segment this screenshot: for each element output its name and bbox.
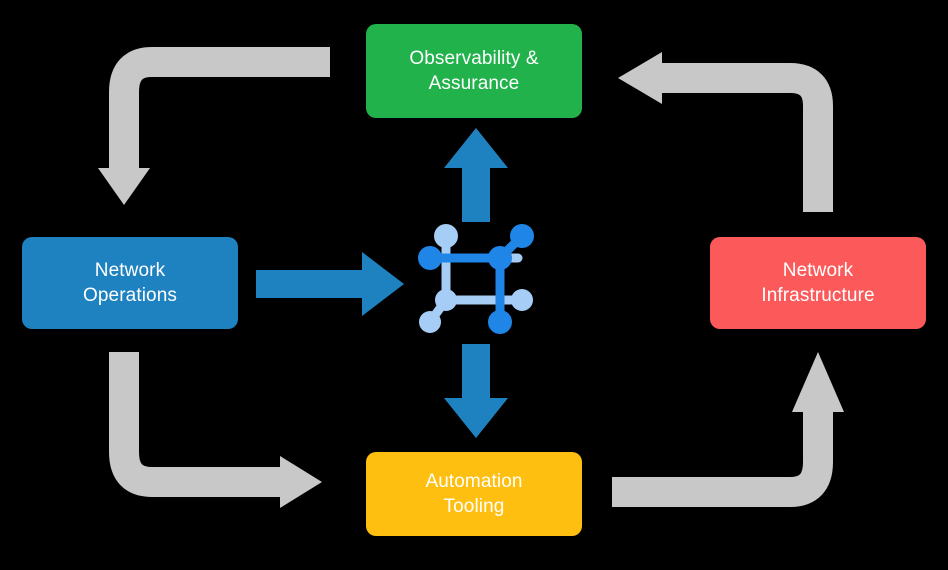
connector-infrastructure-to-observability [618,52,833,212]
connector-center-to-observability [444,128,508,222]
network-mesh-icon [418,224,534,334]
connector-observability-to-ops [98,47,330,205]
node-box-network-infrastructure[interactable]: Network Infrastructure [710,237,926,329]
connector-automation-to-infrastructure [612,352,844,507]
node-box-observability[interactable]: Observability & Assurance [366,24,582,118]
node-box-network-operations[interactable]: Network Operations [22,237,238,329]
node-box-automation-tooling[interactable]: Automation Tooling [366,452,582,536]
connector-ops-to-automation [109,352,322,508]
connector-ops-to-center [256,252,404,316]
connector-center-to-automation [444,344,508,438]
